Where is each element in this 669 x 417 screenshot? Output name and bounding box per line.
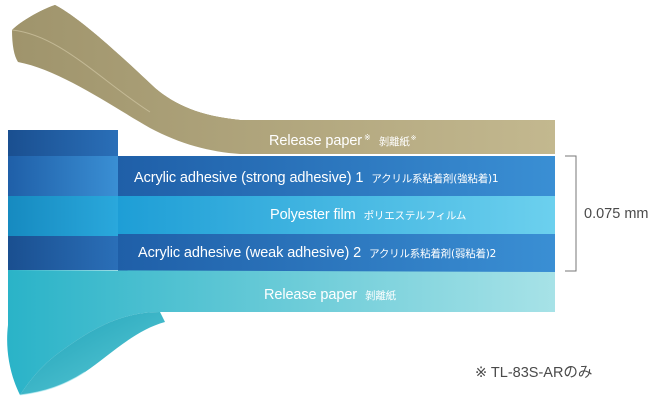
release-paper-top-jp: 剝離紙	[378, 136, 410, 148]
release-paper-top-mark: ※	[364, 133, 371, 142]
polyester-film-label: Polyester film ポリエステルフィルム	[270, 207, 466, 223]
layer-edges	[8, 130, 118, 270]
release-paper-top-jp-mark: ※	[410, 135, 417, 142]
release-paper-bottom-shape	[7, 270, 555, 396]
thickness-value: 0.075 mm	[584, 206, 649, 222]
release-paper-top-shape	[11, 5, 555, 154]
polyester-film-jp: ポリエステルフィルム	[363, 210, 467, 222]
strong-adhesive-label: Acrylic adhesive (strong adhesive) 1 アクリ…	[134, 170, 499, 186]
strong-adhesive-layer	[118, 156, 555, 196]
strong-adhesive-en: Acrylic adhesive (strong adhesive) 1	[134, 170, 364, 186]
weak-adhesive-label: Acrylic adhesive (weak adhesive) 2 アクリル系…	[138, 245, 496, 261]
polyester-film-layer	[118, 196, 555, 234]
thickness-bracket	[565, 155, 577, 272]
release-paper-top-en: Release paper	[269, 133, 363, 149]
release-paper-bottom-en: Release paper	[264, 287, 358, 303]
release-paper-bottom-label: Release paper 剝離紙	[264, 287, 396, 303]
weak-adhesive-jp: アクリル系粘着剤(弱粘着)2	[369, 248, 497, 260]
weak-adhesive-layer	[118, 234, 555, 272]
footnote: ※ TL-83S-ARのみ	[475, 365, 593, 381]
strong-adhesive-jp: アクリル系粘着剤(強粘着)1	[371, 173, 499, 185]
polyester-film-en: Polyester film	[270, 207, 356, 223]
release-paper-bottom-jp: 剝離紙	[365, 290, 396, 302]
release-paper-top-label: Release paper ※ 剝離紙 ※	[269, 133, 417, 149]
weak-adhesive-en: Acrylic adhesive (weak adhesive) 2	[138, 245, 362, 261]
